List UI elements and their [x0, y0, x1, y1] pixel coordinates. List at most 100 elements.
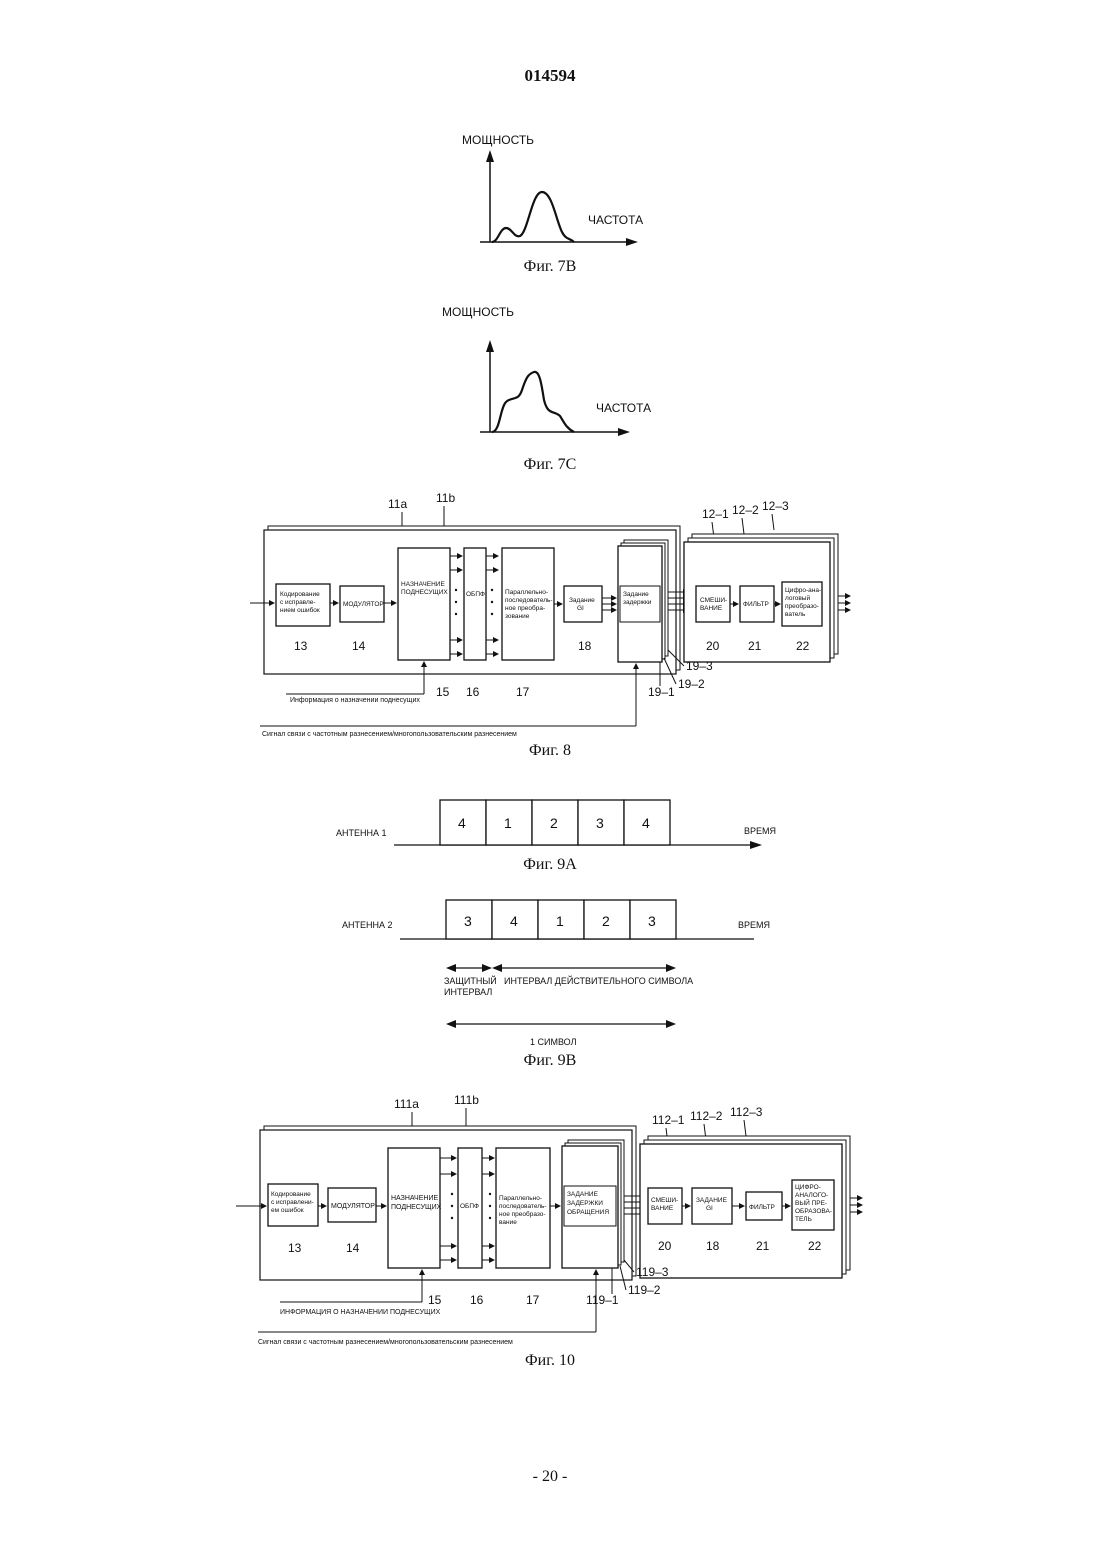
fig10-dac-l4: ОБРАЗОВА-: [795, 1208, 832, 1215]
fig8-ifft-label: ОБПФ: [466, 591, 485, 598]
ref-12-3: 12–3: [762, 499, 789, 513]
ref-119-2: 119–2: [628, 1283, 661, 1297]
ref-112-3: 112–3: [730, 1105, 763, 1119]
ref-119-3: 119–3: [636, 1265, 669, 1279]
fig8-gi-l1: Задание: [569, 597, 595, 604]
ref-112-1: 112–1: [652, 1113, 685, 1127]
ref-111b: 111b: [454, 1093, 479, 1107]
fig10-gi-l1: ЗАДАНИЕ: [696, 1197, 728, 1204]
ref-16: 16: [466, 685, 480, 699]
fig8-info-label: Информация о назначении поднесущих: [290, 697, 420, 704]
fig9b-guard-l1: ЗАЩИТНЫЙ: [444, 975, 497, 986]
fig9a-time-arrow: [750, 841, 762, 849]
ref-16-fig10: 16: [470, 1293, 484, 1307]
ref-111a: 111a: [394, 1097, 419, 1111]
fig9b-cell-2-label: 4: [510, 913, 518, 929]
fig8-block-diagram: 11a 11b Кодирование с исправле- нием оши…: [240, 490, 860, 744]
fig9b-effective-label: ИНТЕРВАЛ ДЕЙСТВИТЕЛЬНОГО СИМВОЛА: [504, 975, 693, 986]
ref-11b: 11b: [436, 491, 455, 505]
ref-17-fig10: 17: [526, 1293, 540, 1307]
ref-112-3-leader: [744, 1120, 746, 1136]
fig8-caption: Фиг. 8: [450, 742, 650, 760]
ref-12-2: 12–2: [732, 503, 759, 517]
ref-14-fig10: 14: [346, 1241, 360, 1255]
fig8-mix-block: [696, 586, 730, 622]
fig8-ps-l2: последователь-: [505, 597, 553, 604]
fig9a-cell-2-label: 1: [504, 815, 512, 831]
ref-22: 22: [796, 639, 810, 653]
ref-119-1: 119–1: [586, 1293, 619, 1307]
fig9a-caption: Фиг. 9A: [450, 856, 650, 874]
fig10-info-label: ИНФОРМАЦИЯ О НАЗНАЧЕНИИ ПОДНЕСУЩИХ: [280, 1309, 441, 1316]
fig8-ps-l1: Параллельно-: [505, 589, 548, 596]
fig8-assign-l1: НАЗНАЧЕНИЕ: [401, 581, 445, 588]
ref-20-fig10: 20: [658, 1239, 672, 1253]
fig10-assign-l2: ПОДНЕСУЩИХ: [391, 1204, 442, 1211]
fig7b-y-label: МОЩНОСТЬ: [462, 133, 534, 147]
fig7b-caption: Фиг. 7B: [450, 258, 650, 276]
fig8-filter-label: ФИЛЬТР: [743, 601, 769, 608]
fig10-dac-l3: ВЫЙ ПРЕ-: [795, 1198, 827, 1207]
ref-13: 13: [294, 639, 308, 653]
fig7b-spectrum-curve: [492, 192, 574, 242]
page-number: - 20 -: [0, 1468, 1100, 1486]
fig9b-symbol-label: 1 СИМВОЛ: [530, 1037, 577, 1047]
fig10-rdelay-l2: ЗАДЕРЖКИ: [567, 1200, 603, 1207]
fig10-dac-l1: ЦИФРО-: [795, 1184, 821, 1191]
fig9b-cell-4-label: 2: [602, 913, 610, 929]
fig9a-cell-5-label: 4: [642, 815, 650, 831]
fig8-assign-l2: ПОДНЕСУЩИХ: [401, 589, 448, 596]
fig10-fec-l3: ем ошибок: [271, 1206, 304, 1214]
fig8-ifft-block: [464, 548, 486, 660]
fig8-ps-block: [502, 548, 554, 660]
fig9b-time-label: ВРЕМЯ: [738, 920, 770, 930]
fig9a-antenna-label: АНТЕННА 1: [336, 828, 387, 838]
fig8-dac-l4: ватель: [785, 611, 806, 618]
fig10-rdelay-l1: ЗАДАНИЕ: [567, 1191, 599, 1198]
fig10-ps-l4: вание: [499, 1219, 517, 1226]
fig8-fec-l3: нием ошибок: [280, 606, 320, 614]
fig9b-cell-5-label: 3: [648, 913, 656, 929]
ref-15-fig10: 15: [428, 1293, 442, 1307]
fig9b-cell-3-label: 1: [556, 913, 564, 929]
fig8-dac-l3: преобразо-: [785, 602, 819, 610]
fig10-signal-label: Сигнал связи с частотным разнесением/мно…: [258, 1339, 513, 1346]
fig7c-graph: МОЩНОСТЬ ЧАСТОТА: [430, 298, 670, 440]
fig8-mod-label: МОДУЛЯТОР: [343, 601, 384, 608]
ref-12-3-leader: [772, 514, 774, 530]
ref-19-2: 19–2: [678, 677, 705, 691]
fig8-fec-l2: с исправле-: [280, 599, 316, 606]
fig10-ps-l1: Параллельно-: [499, 1195, 542, 1202]
fig9a-time-label: ВРЕМЯ: [744, 826, 776, 836]
document-number: 014594: [0, 66, 1100, 86]
ref-21-fig10: 21: [756, 1239, 770, 1253]
ref-12-1: 12–1: [702, 507, 729, 521]
fig9b-guard-l2: ИНТЕРВАЛ: [444, 987, 492, 997]
ref-15: 15: [436, 685, 450, 699]
fig10-gi-l2: GI: [706, 1205, 713, 1212]
fig10-mix-l1: СМЕШИ-: [651, 1197, 678, 1204]
fig8-mix-l2: ВАНИЕ: [700, 605, 723, 612]
fig9b-diagram: АНТЕННА 2 ВРЕМЯ 3 4 1 2 3 ЗАЩИТНЫЙ ИНТЕР…: [330, 894, 790, 1054]
fig10-dac-l5: ТЕЛЬ: [795, 1216, 812, 1223]
ref-19-3: 19–3: [686, 659, 713, 673]
fig9b-caption: Фиг. 9B: [450, 1052, 650, 1070]
fig8-assign-block: [398, 548, 450, 660]
fig10-rdelay-l3: ОБРАЩЕНИЯ: [567, 1209, 609, 1216]
ref-14: 14: [352, 639, 366, 653]
fig9b-symbol-arrow: [446, 1020, 676, 1028]
fig9b-antenna-label: АНТЕННА 2: [342, 920, 393, 930]
fig7c-y-label: МОЩНОСТЬ: [442, 305, 514, 319]
fig8-ps-l3: ное преобра-: [505, 604, 545, 612]
fig7c-spectrum-curve: [492, 372, 574, 432]
fig7c-x-label: ЧАСТОТА: [596, 401, 651, 415]
fig10-dac-l2: АНАЛОГО-: [795, 1192, 828, 1199]
fig10-ps-l3: ное преобразо-: [499, 1210, 546, 1218]
fig7c-x-arrow: [618, 428, 630, 436]
ref-17: 17: [516, 685, 530, 699]
fig10-assign-l1: НАЗНАЧЕНИЕ: [391, 1195, 438, 1202]
fig10-fec-l2: с исправлени-: [271, 1199, 314, 1206]
fig8-mix-l1: СМЕШИ-: [700, 597, 727, 604]
fig8-gi-l2: GI: [577, 605, 584, 612]
fig8-dac-l2: логовый: [785, 594, 810, 602]
